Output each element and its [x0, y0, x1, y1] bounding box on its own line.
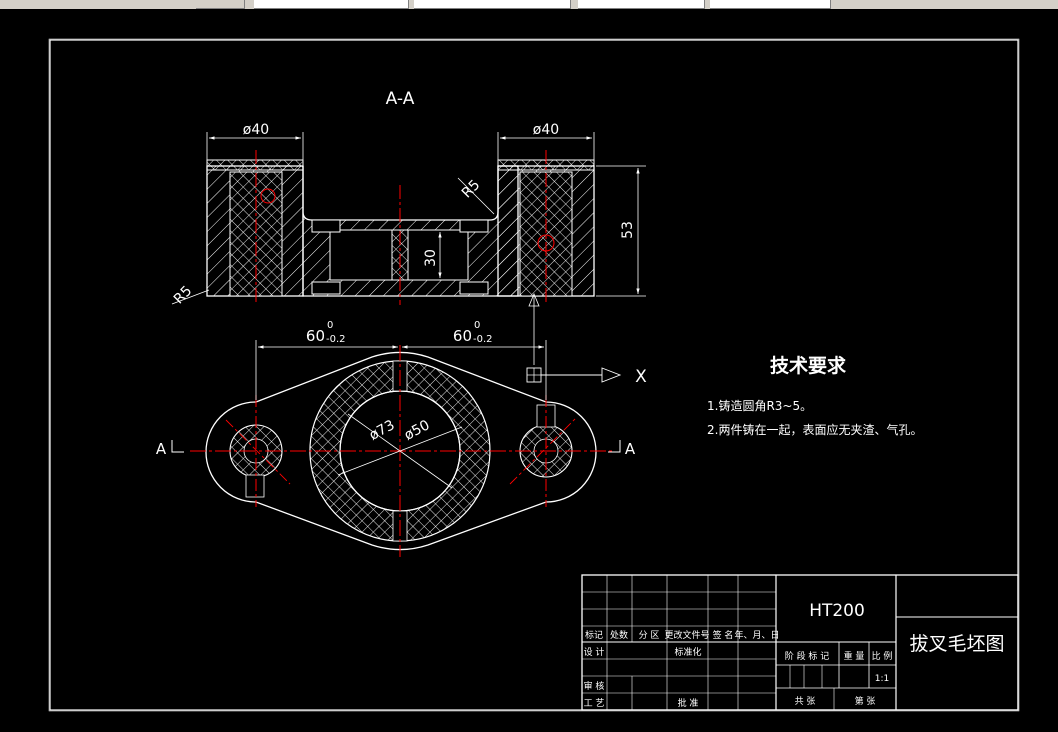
dim-text-r5-top: R5	[459, 177, 483, 201]
title-block	[581, 574, 1019, 711]
cad-drawing-canvas[interactable]: A-A ø40 ø40	[0, 9, 1058, 732]
centerline-plan-left-diag	[225, 419, 291, 485]
section-mark-right: A	[625, 440, 636, 458]
tb-scale-value: 1:1	[875, 674, 889, 684]
bridge-step-right	[459, 219, 489, 233]
dim-text-60-left-sub: -0.2	[326, 334, 346, 345]
title-block-frame	[581, 574, 1019, 711]
tb-stage-mark: 阶 段 标 记	[785, 650, 830, 662]
dim-text-60-right-sup: 0	[474, 320, 480, 331]
dim-text-d40-left: ø40	[243, 122, 269, 138]
bridge-step-right-bottom	[459, 281, 489, 295]
tb-part-name: 拔叉毛坯图	[909, 633, 1004, 655]
tb-scale-label: 比 例	[872, 650, 893, 662]
dim-text-30: 30	[423, 249, 439, 267]
tech-requirements: 技术要求 1.铸造圆角R3~5。 2.两件铸在一起，表面应无夹渣、气孔。	[707, 354, 922, 437]
toolbar-dropdown-4[interactable]	[710, 0, 831, 9]
tb-hdr-zone: 分 区	[639, 630, 660, 641]
dim-text-60-right: 60	[453, 327, 472, 345]
drawing-border-outer	[48, 38, 1020, 712]
dim-text-53: 53	[620, 221, 636, 239]
dim-text-d73: ø73	[367, 417, 398, 444]
dim-text-60-left-sup: 0	[327, 320, 333, 331]
tb-process: 工 艺	[584, 698, 605, 709]
window-top-strip	[0, 0, 1058, 9]
tb-standardize: 标准化	[674, 646, 701, 658]
view-arrow-head	[528, 292, 540, 307]
section-view: A-A ø40 ø40	[171, 89, 646, 365]
ucs-x-label: X	[635, 367, 647, 387]
tb-design: 设 计	[584, 646, 605, 658]
left-boss-top-cap	[206, 159, 304, 171]
dim-text-d50: ø50	[402, 417, 433, 444]
tech-item-1: 1.铸造圆角R3~5。	[707, 398, 812, 413]
left-boss-keyway	[245, 474, 265, 498]
section-mark-left: A	[156, 440, 167, 458]
tech-item-2: 2.两件铸在一起，表面应无夹渣、气孔。	[707, 422, 922, 437]
tb-weight: 重 量	[844, 650, 865, 662]
title-block-text: HT200 拔叉毛坯图 标记 处数 分 区 更改文件号 签 名 年、月、日 设 …	[584, 601, 1005, 709]
tb-hdr-mark: 标记	[585, 629, 603, 641]
tech-title: 技术要求	[770, 354, 847, 377]
dim-text-60-left: 60	[306, 327, 325, 345]
tb-review: 审 核	[584, 680, 605, 692]
dim-text-r5-bottom: R5	[171, 283, 195, 307]
toolbar-icons[interactable]	[196, 0, 245, 9]
tb-hdr-count: 处数	[610, 629, 628, 641]
dim-text-60-right-sub: -0.2	[473, 334, 493, 345]
section-title: A-A	[386, 89, 415, 109]
leader-r5-top	[457, 177, 495, 215]
left-boss-hole-mark	[260, 188, 276, 204]
centerline-plan-right-diag	[509, 417, 577, 485]
section-mark-right-arrow	[608, 440, 621, 453]
dim-text-d40-right: ø40	[533, 122, 559, 138]
drawing-border	[49, 39, 1019, 711]
tb-approve: 批 准	[678, 697, 699, 709]
toolbar-dropdown-3[interactable]	[578, 0, 705, 9]
tb-material: HT200	[809, 601, 865, 621]
toolbar-dropdown-1[interactable]	[254, 0, 409, 9]
tb-sheet-no: 第 张	[855, 695, 876, 707]
bridge-step-left-bottom	[311, 281, 341, 295]
leader-r5-bottom	[171, 289, 210, 305]
leader-d50	[347, 413, 453, 489]
tb-hdr-change: 更改文件号	[664, 629, 709, 641]
tb-hdr-date: 年、月、日	[734, 629, 779, 641]
plan-view: ø73 ø50 60 0 -0.2 60 0 -0.2 X A A	[156, 320, 647, 557]
ucs-x-arrow	[601, 367, 622, 383]
bridge-step-left	[311, 219, 341, 233]
tb-total-sheets: 共 张	[795, 696, 816, 707]
section-mark-left-arrow	[171, 440, 184, 453]
toolbar-dropdown-2[interactable]	[414, 0, 571, 9]
tb-hdr-sign: 签 名	[713, 629, 734, 641]
